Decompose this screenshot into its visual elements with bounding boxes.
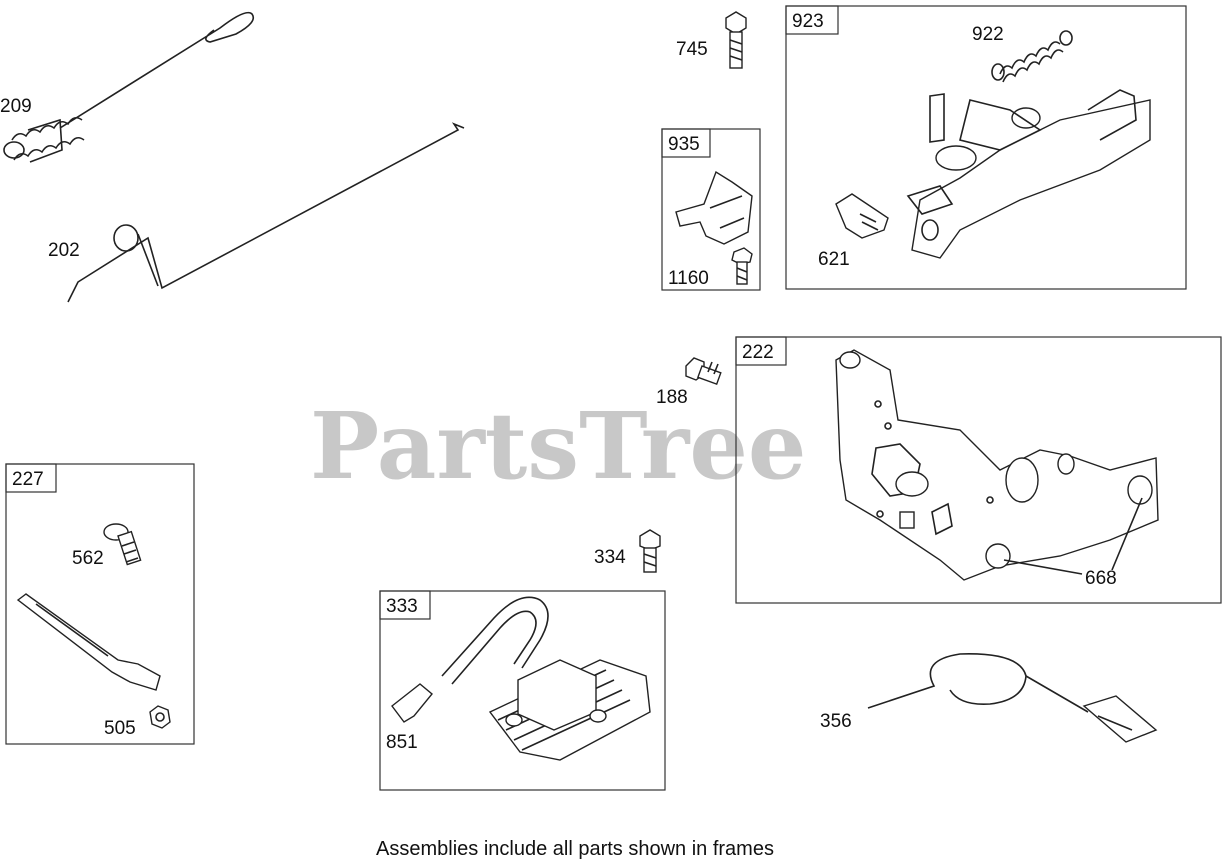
frame-935 bbox=[661, 128, 761, 291]
label-188: 188 bbox=[656, 387, 688, 408]
frame-333 bbox=[379, 590, 666, 791]
label-922: 922 bbox=[972, 24, 1004, 45]
assemblies-caption: Assemblies include all parts shown in fr… bbox=[376, 838, 774, 860]
part-202-wire bbox=[67, 122, 465, 303]
label-356: 356 bbox=[820, 711, 852, 732]
part-227-adjuster-arm bbox=[16, 593, 161, 691]
part-505-nut bbox=[149, 705, 171, 729]
watermark-text: PartsTree bbox=[310, 392, 806, 500]
label-1160: 1160 bbox=[668, 268, 709, 289]
part-333-ignition-armature bbox=[441, 596, 651, 761]
part-188-bolt bbox=[685, 357, 722, 386]
label-334: 334 bbox=[594, 547, 626, 568]
part-935-governor-link bbox=[675, 170, 753, 245]
frame-923 bbox=[785, 5, 1187, 290]
part-222-control-plate bbox=[835, 349, 1159, 581]
label-505: 505 bbox=[104, 718, 136, 739]
frame-923-tag bbox=[785, 5, 839, 35]
part-922-spring bbox=[991, 30, 1073, 83]
label-209: 209 bbox=[0, 96, 32, 117]
label-562: 562 bbox=[72, 548, 104, 569]
frame-923-label: 923 bbox=[792, 11, 824, 32]
frame-227-label: 227 bbox=[12, 469, 44, 490]
part-562-bolt bbox=[103, 523, 142, 566]
part-851-terminal bbox=[391, 683, 433, 723]
frame-222 bbox=[735, 336, 1222, 604]
frame-227 bbox=[5, 463, 195, 745]
leader-668-b bbox=[1111, 497, 1143, 571]
label-668: 668 bbox=[1085, 568, 1117, 589]
frame-935-tag bbox=[661, 128, 711, 158]
label-202: 202 bbox=[48, 240, 80, 261]
leader-668-a bbox=[1003, 559, 1083, 575]
label-621: 621 bbox=[818, 249, 850, 270]
part-209-spring-rod bbox=[3, 11, 255, 163]
part-923-control-bracket bbox=[906, 89, 1151, 259]
frame-333-label: 333 bbox=[386, 596, 418, 617]
frame-227-tag bbox=[5, 463, 57, 493]
frame-935-label: 935 bbox=[668, 134, 700, 155]
part-356-ground-wire bbox=[867, 653, 1158, 743]
part-1160-screw bbox=[731, 247, 753, 285]
frame-333-tag bbox=[379, 590, 431, 620]
label-851: 851 bbox=[386, 732, 418, 753]
frame-222-label: 222 bbox=[742, 342, 774, 363]
label-745: 745 bbox=[676, 39, 708, 60]
frame-222-tag bbox=[735, 336, 787, 366]
part-745-bolt bbox=[725, 11, 747, 69]
part-334-screw bbox=[639, 529, 661, 573]
part-621-clip bbox=[835, 193, 889, 239]
